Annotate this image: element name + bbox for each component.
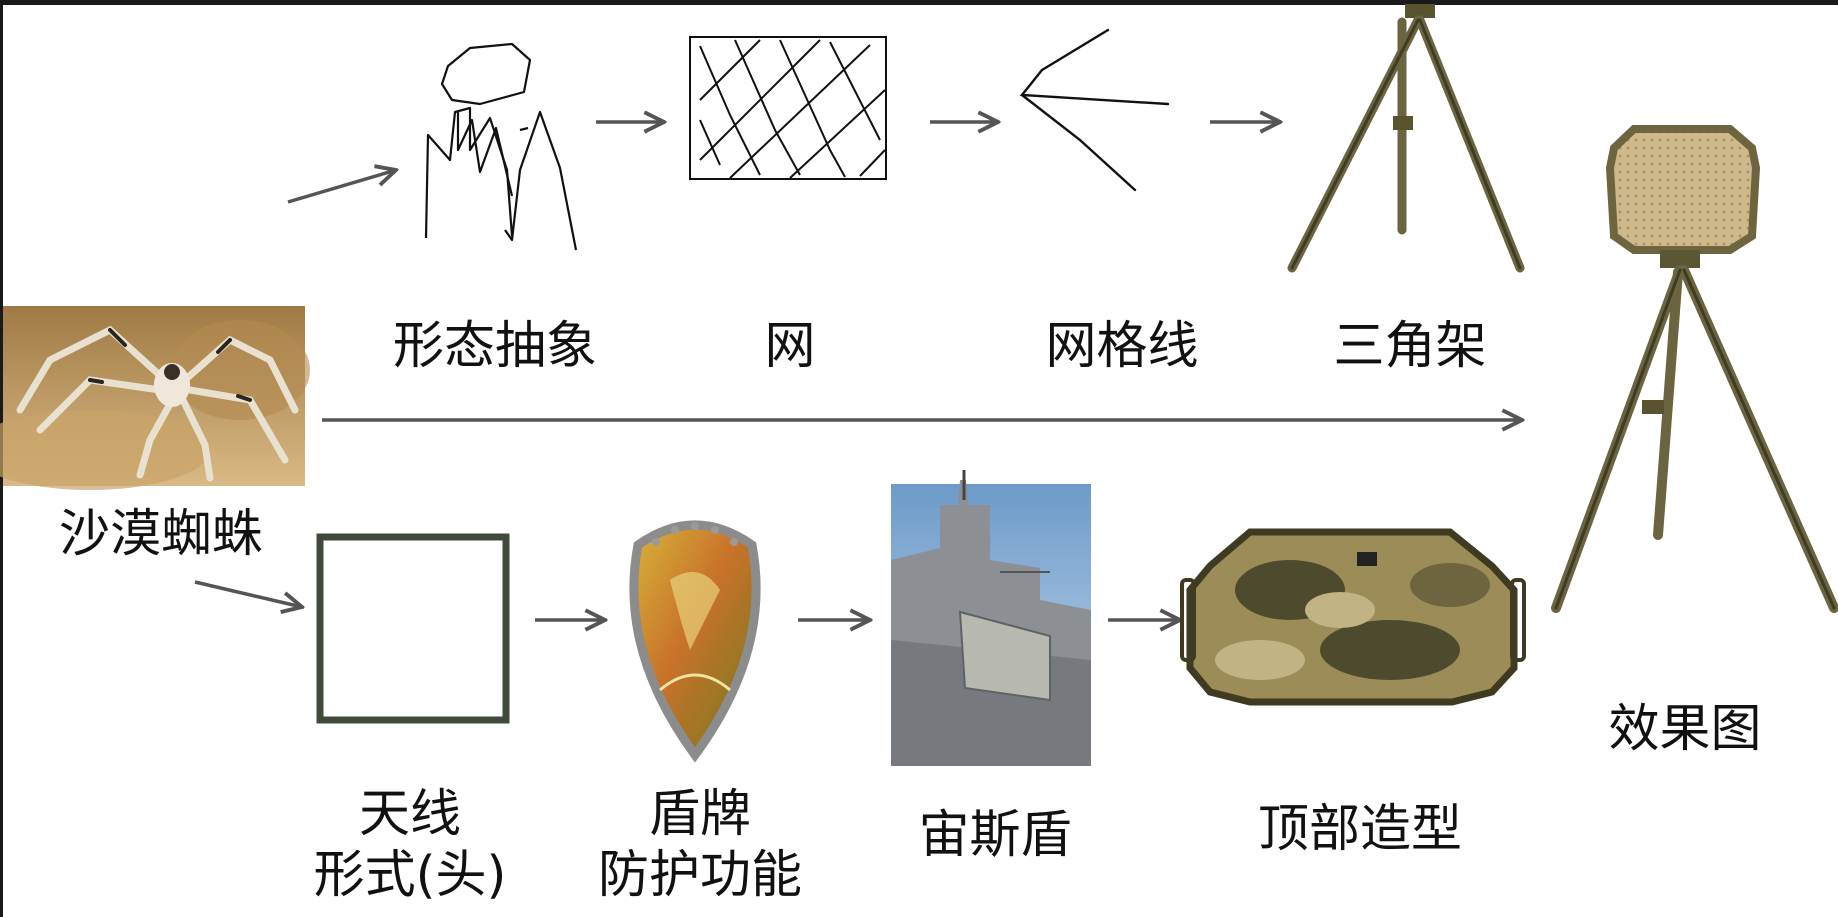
- antenna-form-square: [316, 533, 510, 724]
- top-label-form-abstraction: 形态抽象: [392, 317, 597, 376]
- aegis-ship-photo: [891, 470, 1091, 766]
- top-border: [0, 0, 1838, 5]
- result-rendering: [1551, 125, 1838, 613]
- source-label: 沙漠蜘蛛: [58, 505, 263, 564]
- bottom-label-aegis: 宙斯盾: [918, 806, 1072, 865]
- top-shape-camo-panel: [1180, 528, 1526, 706]
- bottom-arrows: [194, 580, 1180, 620]
- bottom-label-antenna-line2: 形式(头): [313, 846, 507, 905]
- top-label-net: 网: [764, 317, 816, 376]
- bottom-label-top-shape: 顶部造型: [1257, 800, 1462, 859]
- bottom-label-shield-line1: 盾牌: [648, 785, 751, 844]
- desert-spider-photo: [0, 306, 310, 490]
- net-sketch: [689, 36, 887, 180]
- bottom-label-shield-line2: 防护功能: [597, 846, 802, 905]
- shield-image: [629, 520, 761, 763]
- result-label: 效果图: [1608, 700, 1762, 759]
- tripod-image: [1287, 4, 1525, 273]
- grid-line-sketch: [1019, 28, 1170, 192]
- form-abstraction-sketch: [424, 42, 578, 251]
- top-label-tripod: 三角架: [1333, 317, 1487, 376]
- top-arrows: [287, 122, 1280, 204]
- top-label-grid-line: 网格线: [1045, 317, 1199, 376]
- bottom-label-antenna-line1: 天线: [358, 785, 461, 844]
